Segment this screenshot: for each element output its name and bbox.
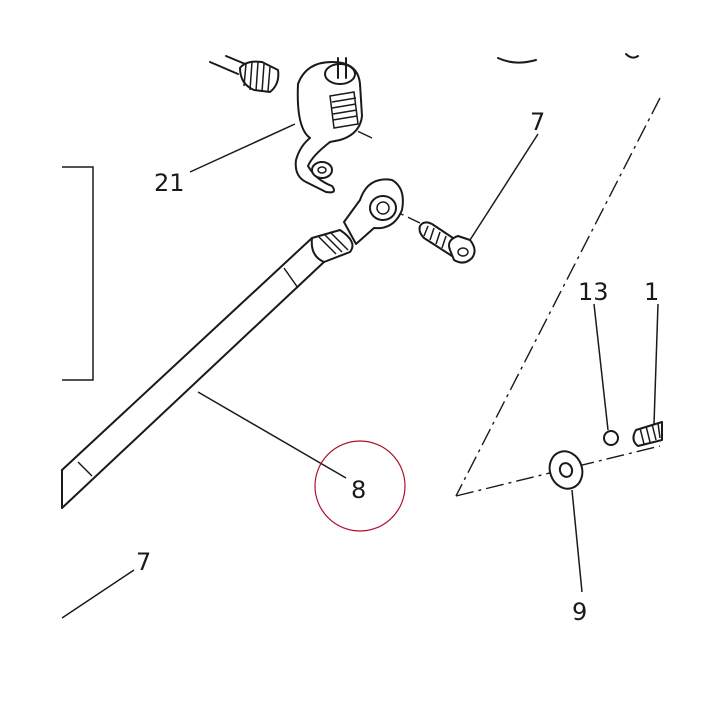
callout-1: 1 (644, 278, 659, 306)
callout-7-top: 7 (530, 108, 545, 136)
splined-shaft (209, 55, 280, 93)
rod-end (343, 178, 404, 245)
ball (603, 430, 619, 446)
callout-13: 13 (578, 278, 609, 306)
callout-9: 9 (572, 598, 587, 626)
washer (548, 450, 584, 490)
bolt-top (418, 221, 476, 264)
callout-8: 8 (351, 476, 366, 504)
tie-rod (61, 229, 354, 509)
highlight-circle (314, 440, 406, 532)
threaded-pin (632, 421, 663, 447)
clamp-lever (294, 57, 363, 194)
partial-part-top-right (497, 53, 639, 64)
callout-7-bottom: 7 (136, 548, 151, 576)
callout-21: 21 (154, 169, 185, 197)
group-bracket (62, 166, 94, 381)
